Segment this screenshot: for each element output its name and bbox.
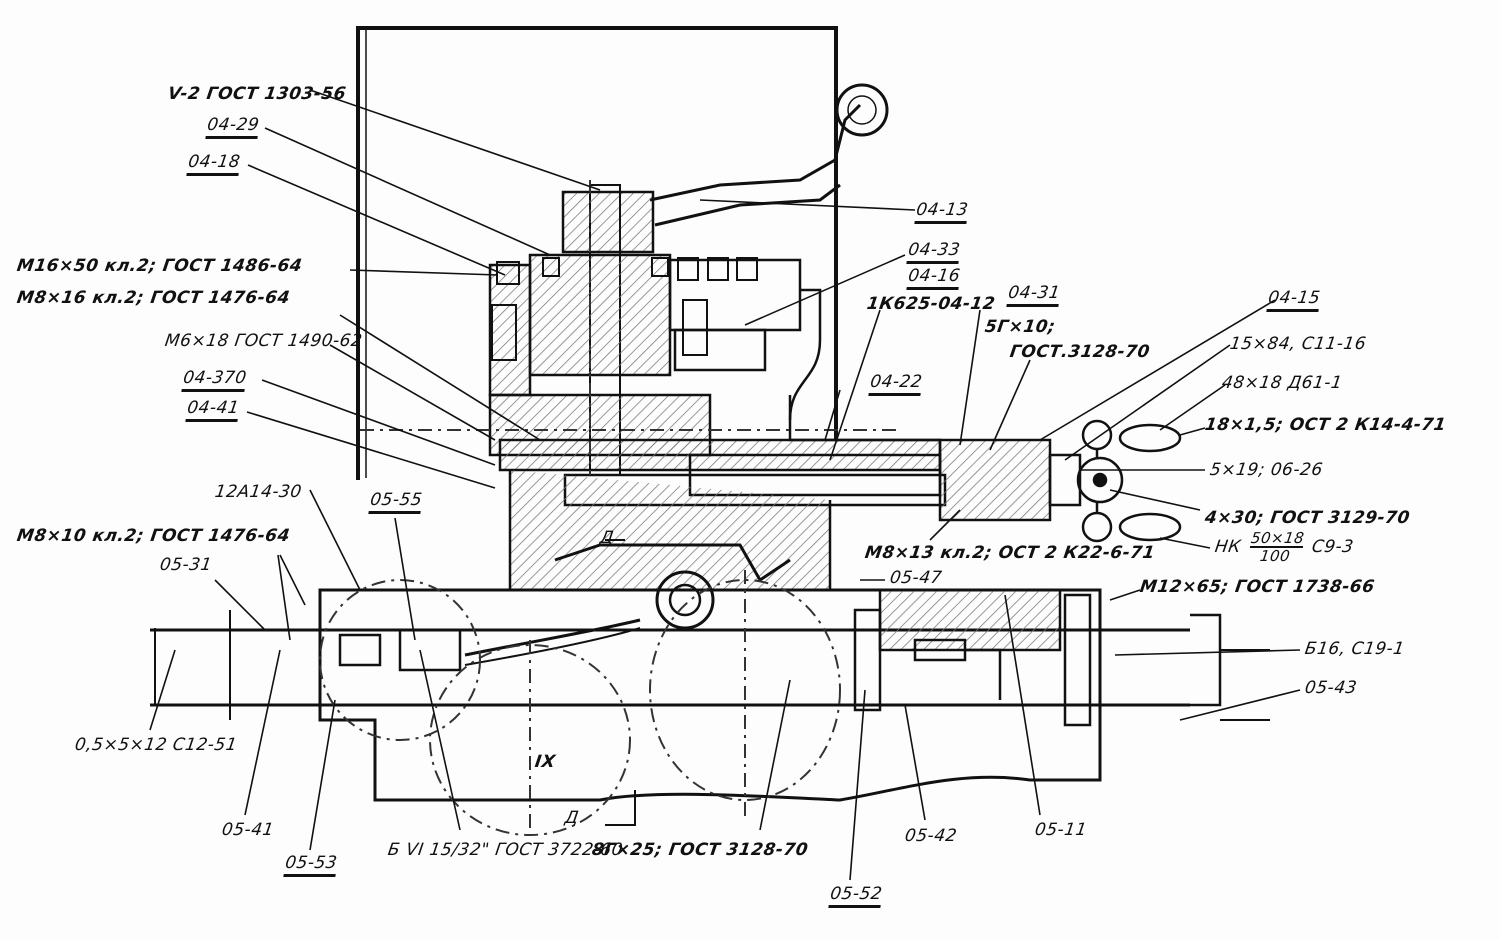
nk-suffix: С9-3 xyxy=(1310,537,1355,557)
label-1k625: 1К625-04-12 xyxy=(865,294,997,314)
label-m16x50: М16×50 кл.2; ГОСТ 1486-64 xyxy=(15,256,304,276)
label-04-41: 04-41 xyxy=(185,398,241,422)
label-05-41: 05-41 xyxy=(220,820,276,840)
label-04-33: 04-33 xyxy=(906,240,962,264)
label-8g25: 8Г×25; ГОСТ 3128-70 xyxy=(590,840,810,860)
label-m8x16: М8×16 кл.2; ГОСТ 1476-64 xyxy=(15,288,292,308)
label-04-29: 04-29 xyxy=(205,115,261,139)
label-05-52: 05-52 xyxy=(828,884,884,908)
view-mark-ix: IX xyxy=(533,752,557,772)
label-4x30: 4×30; ГОСТ 3129-70 xyxy=(1203,508,1412,528)
nk-prefix: НК xyxy=(1213,537,1243,557)
label-05-31: 05-31 xyxy=(158,555,214,575)
nk-numerator: 50×18 xyxy=(1249,529,1306,548)
label-05-47: 05-47 xyxy=(888,568,944,588)
label-04-15: 04-15 xyxy=(1266,288,1322,312)
label-04-16: 04-16 xyxy=(906,266,962,290)
label-5x19: 5×19; 06-26 xyxy=(1208,460,1325,480)
label-05-53: 05-53 xyxy=(283,853,339,877)
guard-frame xyxy=(356,26,838,480)
apron-body xyxy=(318,588,1102,802)
label-04-22: 04-22 xyxy=(868,372,924,396)
label-18x15: 18×1,5; ОСТ 2 К14-4-71 xyxy=(1203,415,1448,435)
label-04-370: 04-370 xyxy=(181,368,248,392)
label-12a14: 12А14-30 xyxy=(213,482,304,502)
label-05-55: 05-55 xyxy=(368,490,424,514)
label-05-11: 05-11 xyxy=(1033,820,1089,840)
label-48x18: 48×18 Д61-1 xyxy=(1220,373,1344,393)
label-v2-gost: V-2 ГОСТ 1303-56 xyxy=(166,84,348,104)
lever-handle xyxy=(649,103,862,202)
label-15x84: 15×84, С11-16 xyxy=(1228,334,1368,354)
nk-denominator: 100 xyxy=(1258,547,1292,565)
label-5g10-b: ГОСТ.3128-70 xyxy=(1008,342,1152,362)
label-0-5x5x12: 0,5×5×12 С12-51 xyxy=(73,735,239,755)
label-05-42: 05-42 xyxy=(903,826,959,846)
label-05-43: 05-43 xyxy=(1303,678,1359,698)
section-mark-d-bottom: Д xyxy=(563,808,581,828)
label-5g10-a: 5Г×10; xyxy=(983,317,1057,337)
label-m12x65: М12×65; ГОСТ 1738-66 xyxy=(1138,577,1376,597)
label-bvi: Б VI 15/32" ГОСТ 3722-60 xyxy=(386,840,625,860)
label-04-18: 04-18 xyxy=(186,152,242,176)
label-b16: Б16, С19-1 xyxy=(1303,639,1406,659)
label-m6x18: М6×18 ГОСТ 1490-62 xyxy=(163,331,364,351)
section-mark-d-top: Д xyxy=(598,528,616,548)
label-m8x13: М8×13 кл.2; ОСТ 2 К22-6-71 xyxy=(863,543,1157,563)
label-m8x10: М8×10 кл.2; ГОСТ 1476-64 xyxy=(15,526,292,546)
label-04-31: 04-31 xyxy=(1006,283,1062,307)
label-04-13: 04-13 xyxy=(914,200,970,224)
